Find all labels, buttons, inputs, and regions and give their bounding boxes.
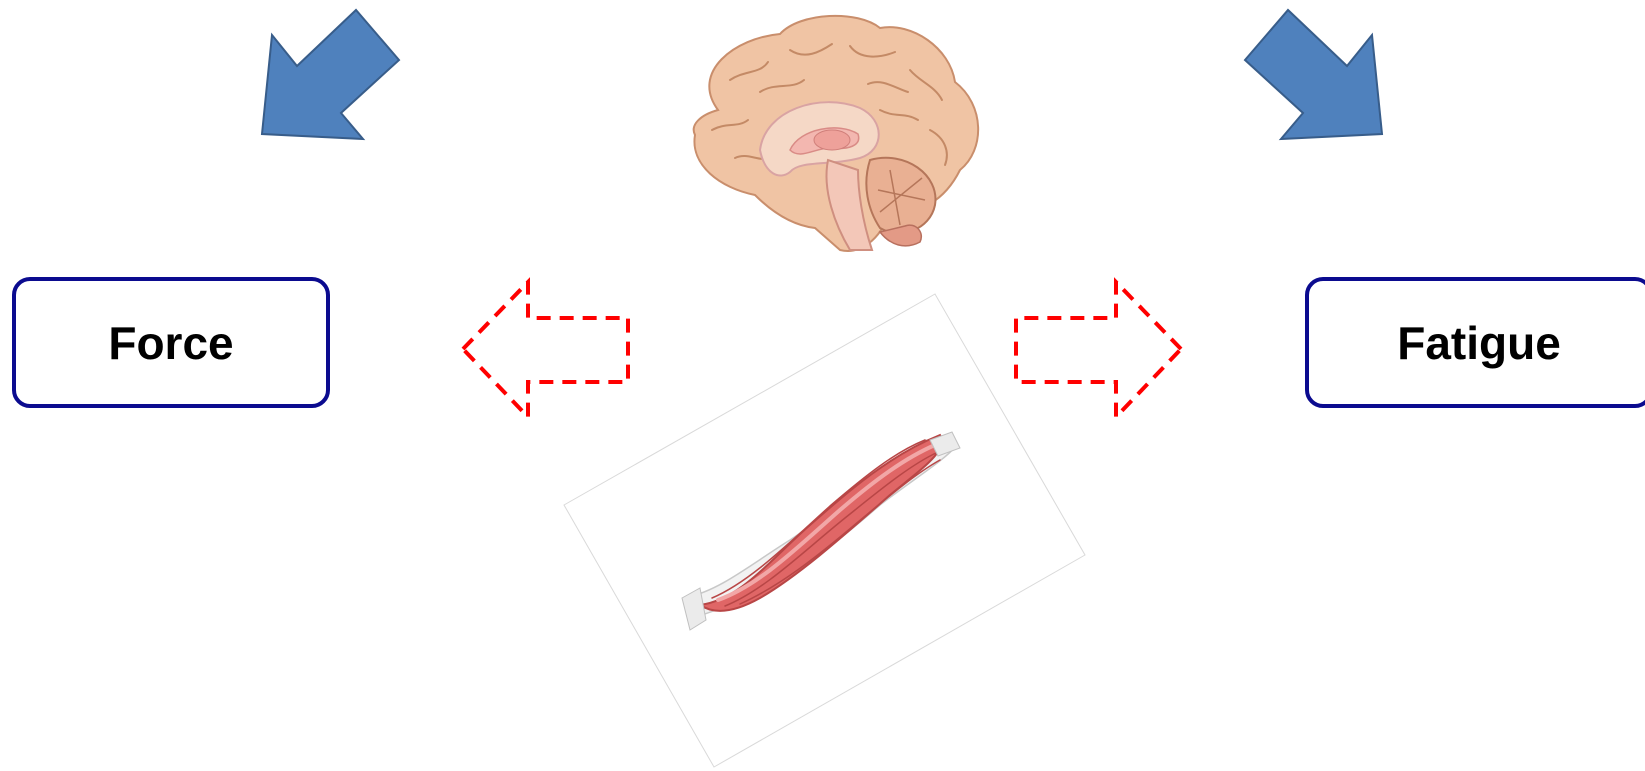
force-label-box: Force [12, 277, 330, 408]
arrow-down-right-icon [1245, 10, 1382, 139]
fatigue-label: Fatigue [1397, 316, 1561, 370]
dashed-arrow-right-icon [1016, 282, 1181, 417]
force-label: Force [108, 316, 233, 370]
fatigue-label-box: Fatigue [1305, 277, 1645, 408]
dashed-arrow-left-icon [463, 282, 628, 417]
arrow-down-left-icon [262, 10, 399, 139]
brain-illustration [694, 16, 978, 251]
